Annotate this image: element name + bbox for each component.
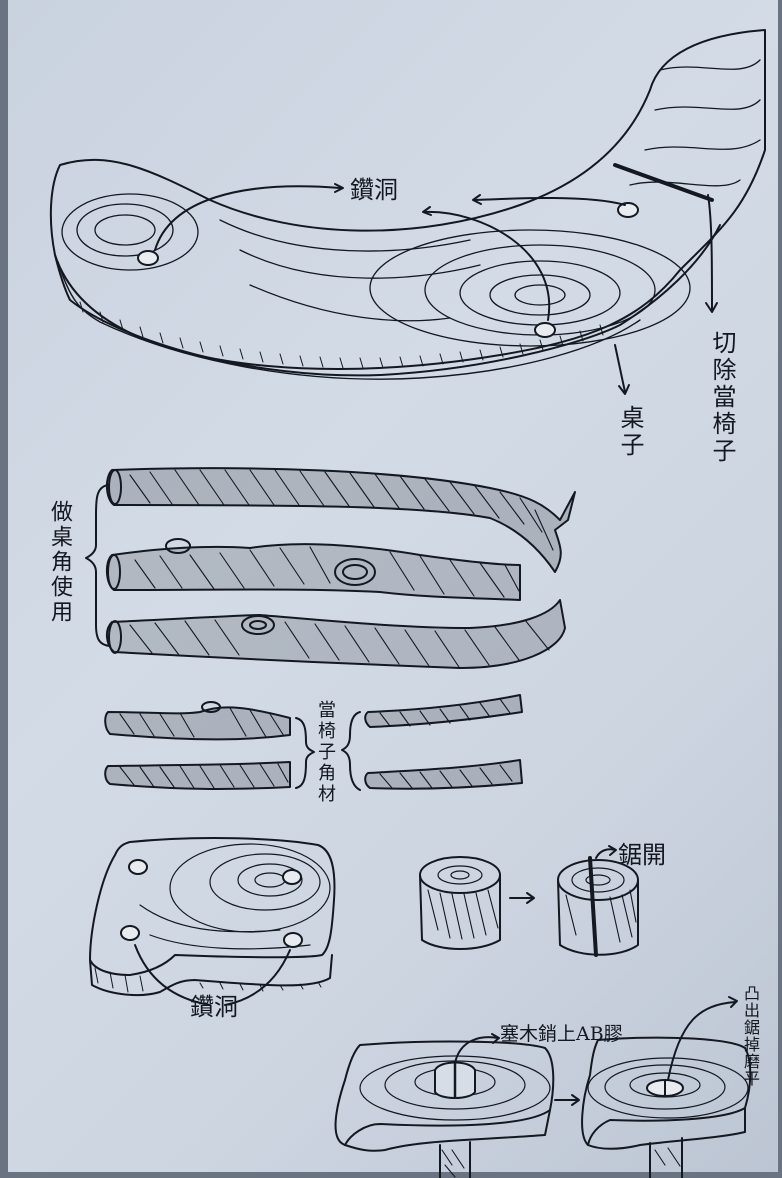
label-drill-hole-top: 鑽洞	[350, 178, 398, 202]
brace-stool-left	[296, 718, 314, 788]
arrow-table	[615, 345, 625, 392]
cut-line	[615, 165, 712, 200]
stool-stick	[105, 702, 290, 739]
stool-stick	[365, 760, 522, 789]
label-drill-hole-bottom: 鑽洞	[190, 995, 238, 1019]
slab-small	[90, 838, 334, 1005]
table-wedge-before	[336, 1034, 554, 1178]
stool-stick	[105, 762, 290, 789]
branch-group-stool	[105, 695, 522, 790]
arrow-drill-right	[475, 198, 625, 205]
stool-stick	[365, 695, 522, 727]
drill-hole	[618, 203, 638, 217]
drill-hole	[121, 926, 139, 940]
slab-small-grain	[140, 844, 330, 949]
branch	[107, 600, 565, 668]
arrow-drill-left	[155, 186, 340, 250]
drill-hole	[535, 323, 555, 337]
arrow-cut	[708, 195, 712, 310]
label-cut-for-stool: 切除當椅子	[710, 330, 734, 465]
arrow-step	[510, 893, 534, 903]
arrow-step	[555, 1095, 579, 1105]
log-cylinder	[420, 857, 500, 949]
slab-tabletop	[51, 30, 765, 394]
label-wedge-glue: 塞木銷上AB膠	[500, 1025, 623, 1044]
saw-cut	[590, 858, 596, 955]
label-table: 桌子	[618, 405, 642, 459]
brace-stool-right	[342, 712, 360, 790]
label-trim-sand: 凸出鋸掉磨平	[742, 985, 758, 1087]
drill-hole	[283, 870, 301, 884]
label-saw-open: 鋸開	[618, 843, 666, 867]
label-table-leg-use: 做桌角使用	[48, 500, 70, 625]
drill-hole	[129, 860, 147, 874]
drill-hole	[284, 933, 302, 947]
label-stool-material: 當椅子角材	[316, 700, 334, 805]
branch	[107, 539, 520, 600]
branch-group-legs	[86, 468, 575, 668]
slab-grain	[62, 60, 760, 346]
drill-hole	[138, 251, 158, 265]
